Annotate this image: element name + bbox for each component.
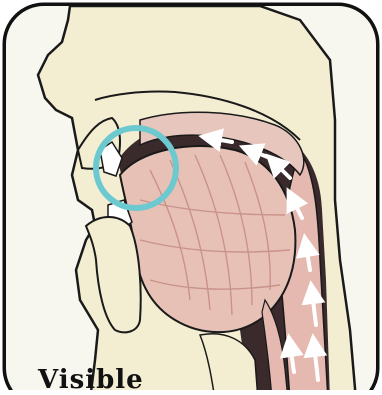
caption-text: Visible <box>38 367 144 393</box>
